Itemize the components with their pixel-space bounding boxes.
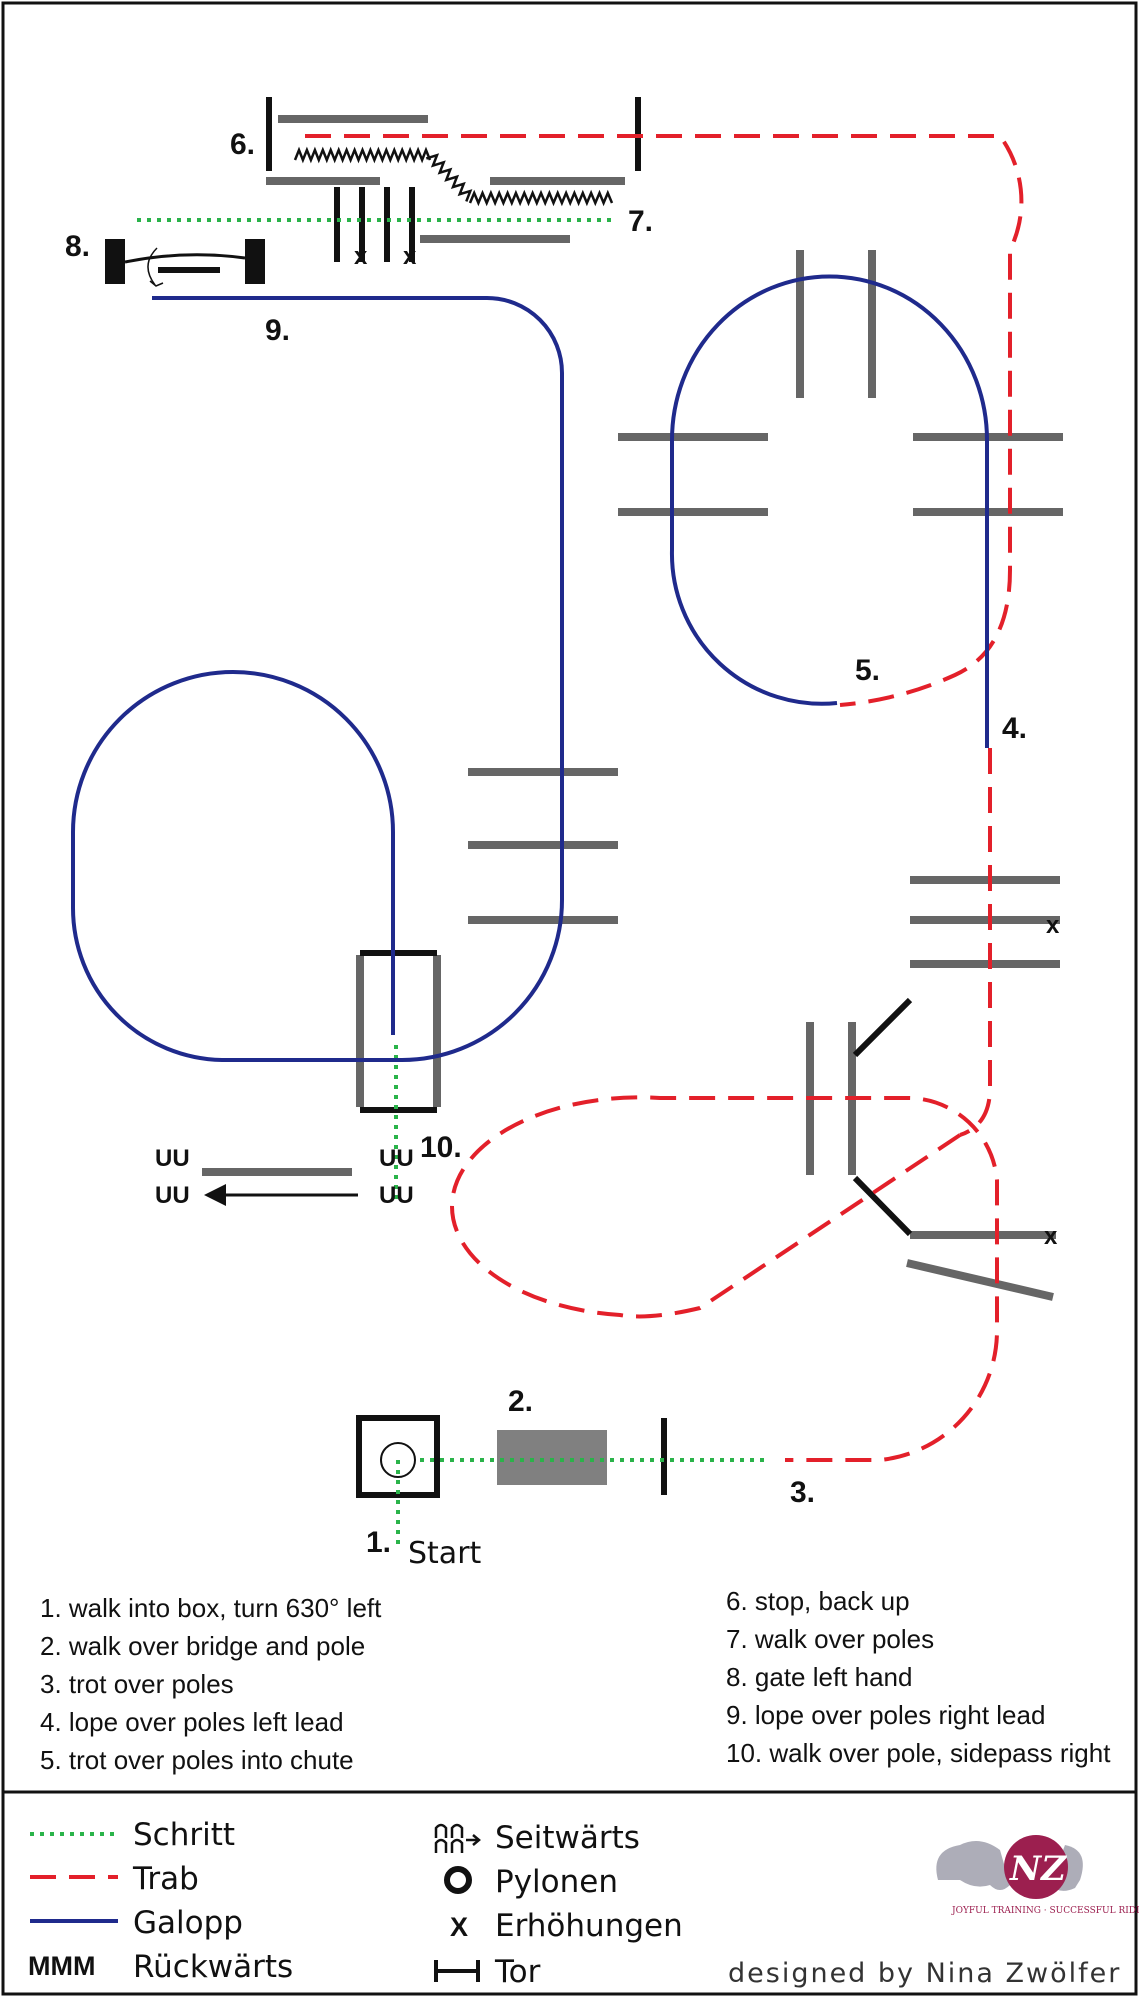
sidepass-icon [434, 1823, 481, 1853]
gate [105, 239, 265, 287]
station-label-10: 10. [420, 1131, 462, 1164]
start-box [356, 1415, 440, 1498]
pole [906, 1259, 1054, 1301]
legend-backup: Rückwärts [133, 1949, 293, 1985]
legend: Schritt Trab Galopp MMM Rückwärts Seitwä… [28, 1817, 683, 1990]
legend-cones: Pylonen [495, 1864, 618, 1900]
station-label-9: 9. [265, 314, 290, 347]
gate-turn-arrow [147, 247, 158, 286]
designer-credit: designed by Nina Zwölfer [728, 1958, 1121, 1989]
station-label-4: 4. [1002, 712, 1027, 745]
gate-post [105, 239, 125, 284]
legend-sidepass: Seitwärts [495, 1820, 640, 1856]
trot-path [305, 134, 1024, 1462]
logo-badge [1004, 1835, 1068, 1899]
station-label-5: 5. [855, 654, 880, 687]
elevation-x-icon: x [1044, 1223, 1058, 1250]
lope-path [71, 274, 989, 1062]
nz-logo: NZ JOYFUL TRAINING · SUCCESSFUL RIDING [936, 1835, 1139, 1916]
poles [202, 115, 1063, 1301]
cone-icon [380, 1442, 416, 1478]
instruction-8: 8. gate left hand [726, 1662, 912, 1692]
station-label-7: 7. [628, 205, 653, 238]
pole [852, 997, 913, 1058]
backup-zigzag [293, 146, 614, 207]
instruction-5: 5. trot over poles into chute [40, 1745, 354, 1775]
sidepass-mark: UU [155, 1145, 190, 1172]
instruction-7: 7. walk over poles [726, 1624, 934, 1654]
backup-mmm-icon: MMM [28, 1951, 95, 1981]
station-label-1: 1. [366, 1526, 391, 1559]
instructions-left: 1. walk into box, turn 630° left 2. walk… [40, 1593, 382, 1775]
instructions-right: 6. stop, back up 7. walk over poles 8. g… [726, 1586, 1111, 1768]
horse-silhouette-icon [936, 1841, 1010, 1890]
elevation-x-icon: X [450, 1912, 468, 1942]
elevation-x-icon: x [1046, 912, 1060, 939]
instruction-9: 9. lope over poles right lead [726, 1700, 1045, 1730]
sidepass-mark: UU [379, 1145, 414, 1172]
gate-icon [434, 1960, 480, 1982]
bridge [497, 1430, 607, 1485]
pole [852, 1175, 913, 1237]
elevation-x-icon: x [403, 243, 417, 270]
station-label-2: 2. [508, 1385, 533, 1418]
legend-walk: Schritt [133, 1817, 235, 1853]
logo-tagline: JOYFUL TRAINING · SUCCESSFUL RIDING [951, 1906, 1139, 1916]
instruction-3: 3. trot over poles [40, 1669, 234, 1699]
legend-lope: Galopp [133, 1905, 243, 1941]
instruction-1: 1. walk into box, turn 630° left [40, 1593, 382, 1623]
instruction-4: 4. lope over poles left lead [40, 1707, 344, 1737]
cone-icon [444, 1866, 472, 1894]
station-label-8: 8. [65, 230, 90, 263]
sidepass-mark: UU [379, 1182, 414, 1209]
gate-post [245, 239, 265, 284]
elevation-x-icon: x [354, 243, 368, 270]
logo-letters: NZ [1009, 1849, 1067, 1889]
station-label-3: 3. [790, 1476, 815, 1509]
start-label: Start [408, 1536, 482, 1571]
sidepass-mark: UU [155, 1182, 190, 1209]
legend-gate: Tor [494, 1954, 541, 1990]
walk-path [137, 218, 765, 1545]
legend-trot: Trab [132, 1861, 199, 1897]
gate-rope [124, 253, 246, 264]
instruction-2: 2. walk over bridge and pole [40, 1631, 365, 1661]
arrowhead-icon [204, 1184, 226, 1206]
black-elements [212, 97, 913, 1498]
instruction-10: 10. walk over pole, sidepass right [726, 1738, 1111, 1768]
station-label-6: 6. [230, 128, 255, 161]
instruction-6: 6. stop, back up [726, 1586, 910, 1616]
legend-elevation: Erhöhungen [495, 1908, 683, 1944]
